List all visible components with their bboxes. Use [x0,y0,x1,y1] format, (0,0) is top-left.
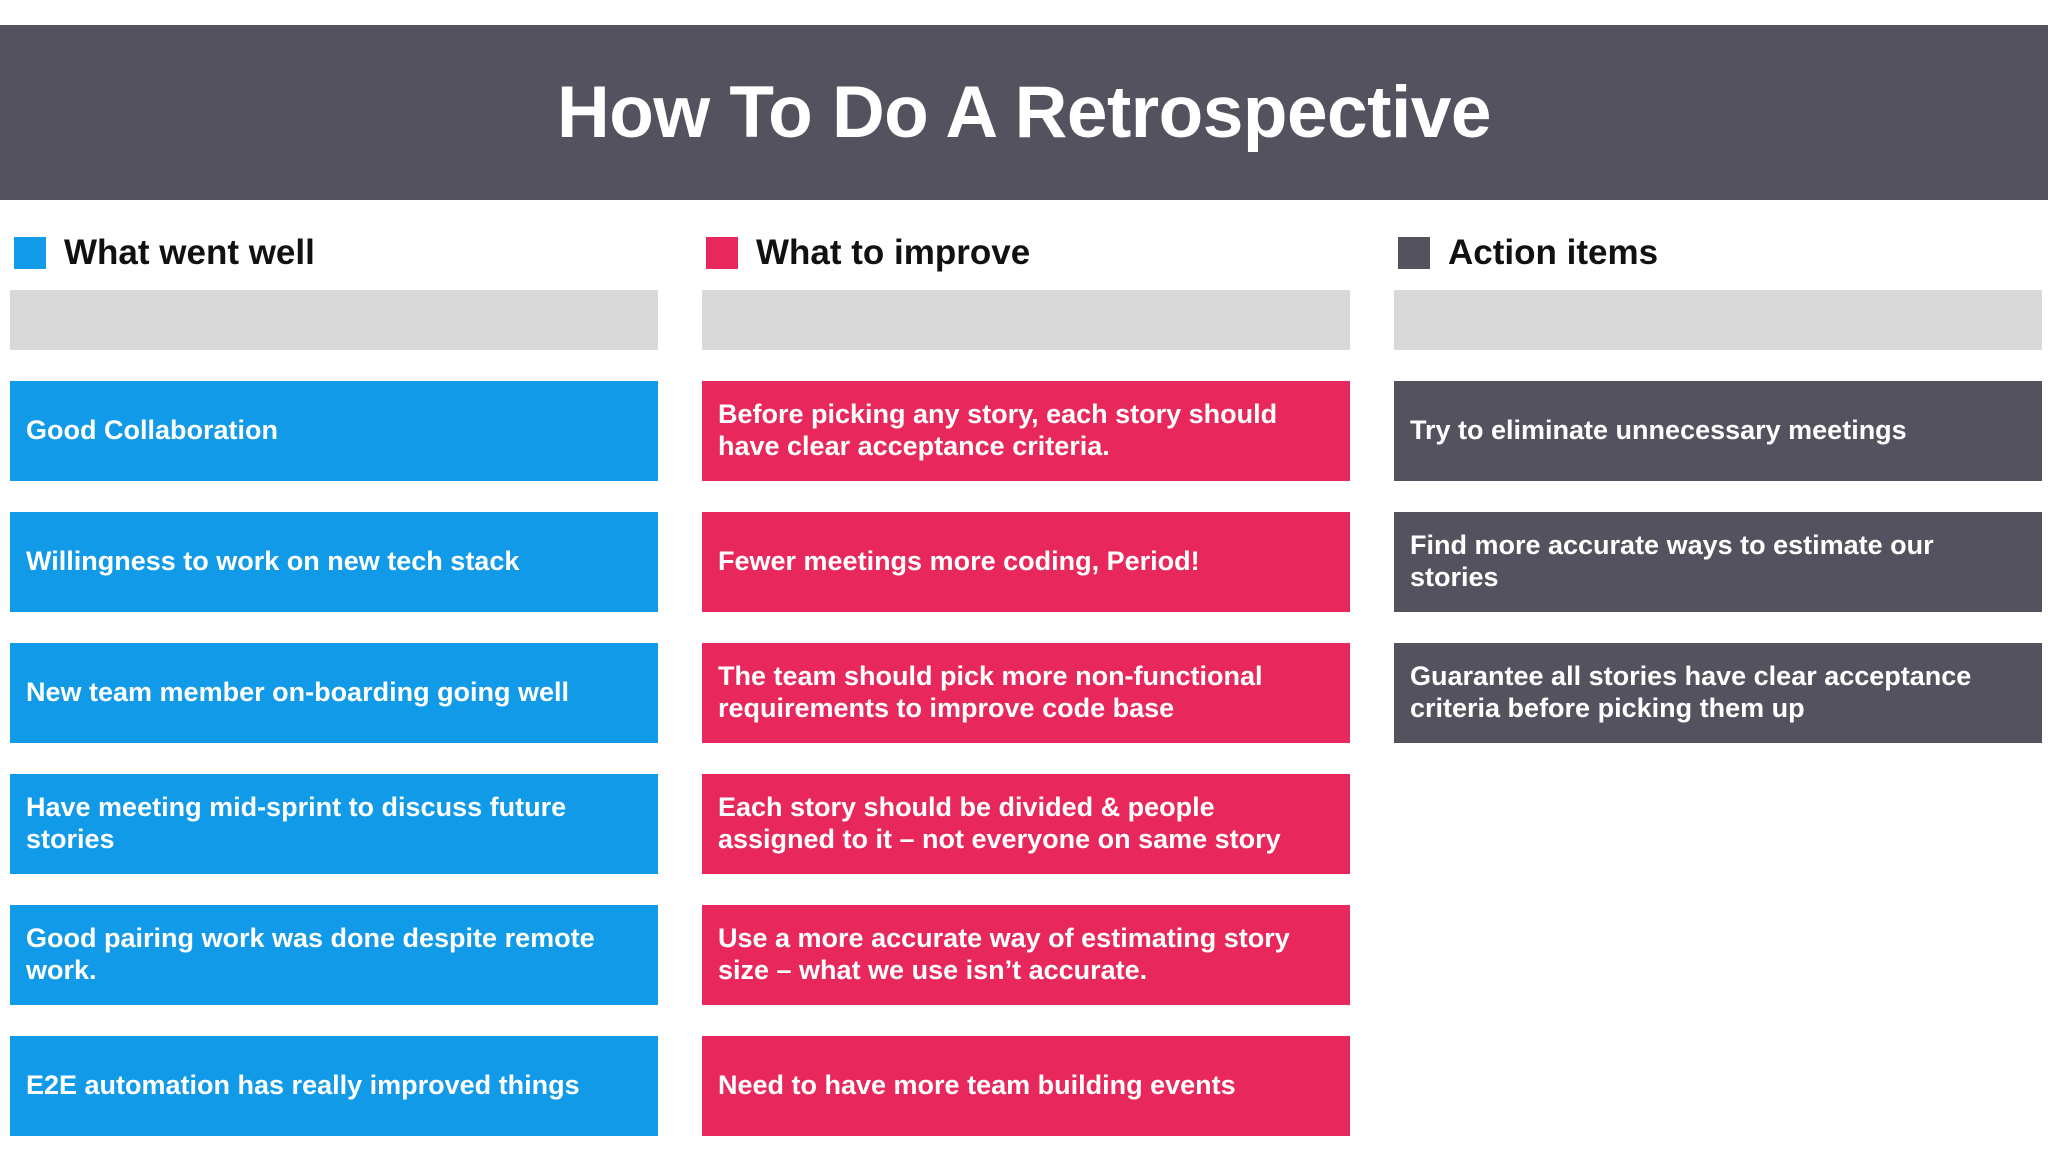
card-item[interactable]: Guarantee all stories have clear accepta… [1394,643,2042,743]
card-item[interactable]: New team member on-boarding going well [10,643,658,743]
placeholder-bar-what-to-improve[interactable] [702,290,1350,350]
column-title-action-items: Action items [1448,233,1659,272]
blue-square-swatch-icon [14,236,46,269]
card-text: Each story should be divided & people as… [718,792,1281,854]
column-header-action-items: Action items [1394,225,2042,280]
card-item[interactable]: Good pairing work was done despite remot… [10,905,658,1005]
card-list-what-went-well: Good Collaboration Willingness to work o… [10,381,658,1136]
column-what-to-improve: What to improve Before picking any story… [702,225,1350,1145]
card-item[interactable]: Find more accurate ways to estimate our … [1394,512,2042,612]
card-text: New team member on-boarding going well [26,677,570,708]
card-text: Before picking any story, each story sho… [718,399,1278,461]
card-text: Use a more accurate way of estimating st… [718,923,1290,985]
card-item[interactable]: Have meeting mid-sprint to discuss futur… [10,774,658,874]
card-text: Try to eliminate unnecessary meetings [1410,415,1907,446]
card-text: Find more accurate ways to estimate our … [1410,530,1934,592]
page-title-bar: How To Do A Retrospective [0,25,2048,200]
column-header-what-to-improve: What to improve [702,225,1350,280]
card-list-what-to-improve: Before picking any story, each story sho… [702,381,1350,1136]
placeholder-bar-action-items[interactable] [1394,290,2042,350]
card-item[interactable]: Each story should be divided & people as… [702,774,1350,874]
card-text: Fewer meetings more coding, Period! [718,546,1200,577]
gray-square-swatch-icon [1398,236,1430,269]
card-text: The team should pick more non-functional… [718,661,1263,723]
card-item[interactable]: E2E automation has really improved thing… [10,1036,658,1136]
card-text: E2E automation has really improved thing… [26,1070,580,1101]
card-item[interactable]: Fewer meetings more coding, Period! [702,512,1350,612]
card-text: Good pairing work was done despite remot… [26,923,595,985]
card-text: Need to have more team building events [718,1070,1236,1101]
retrospective-board: What went well Good Collaboration Willin… [10,225,2042,1145]
card-item[interactable]: The team should pick more non-functional… [702,643,1350,743]
pink-square-swatch-icon [706,236,738,269]
column-what-went-well: What went well Good Collaboration Willin… [10,225,658,1145]
card-list-action-items: Try to eliminate unnecessary meetings Fi… [1394,381,2042,743]
column-title-what-to-improve: What to improve [756,233,1031,272]
card-text: Guarantee all stories have clear accepta… [1410,661,1972,723]
card-text: Good Collaboration [26,415,278,446]
column-action-items: Action items Try to eliminate unnecessar… [1394,225,2042,1145]
card-item[interactable]: Willingness to work on new tech stack [10,512,658,612]
card-item[interactable]: Before picking any story, each story sho… [702,381,1350,481]
card-item[interactable]: Try to eliminate unnecessary meetings [1394,381,2042,481]
card-item[interactable]: Use a more accurate way of estimating st… [702,905,1350,1005]
page-title: How To Do A Retrospective [557,72,1491,153]
card-item[interactable]: Need to have more team building events [702,1036,1350,1136]
placeholder-bar-what-went-well[interactable] [10,290,658,350]
card-text: Willingness to work on new tech stack [26,546,520,577]
column-title-what-went-well: What went well [64,233,315,272]
card-item[interactable]: Good Collaboration [10,381,658,481]
card-text: Have meeting mid-sprint to discuss futur… [26,792,567,854]
column-header-what-went-well: What went well [10,225,658,280]
